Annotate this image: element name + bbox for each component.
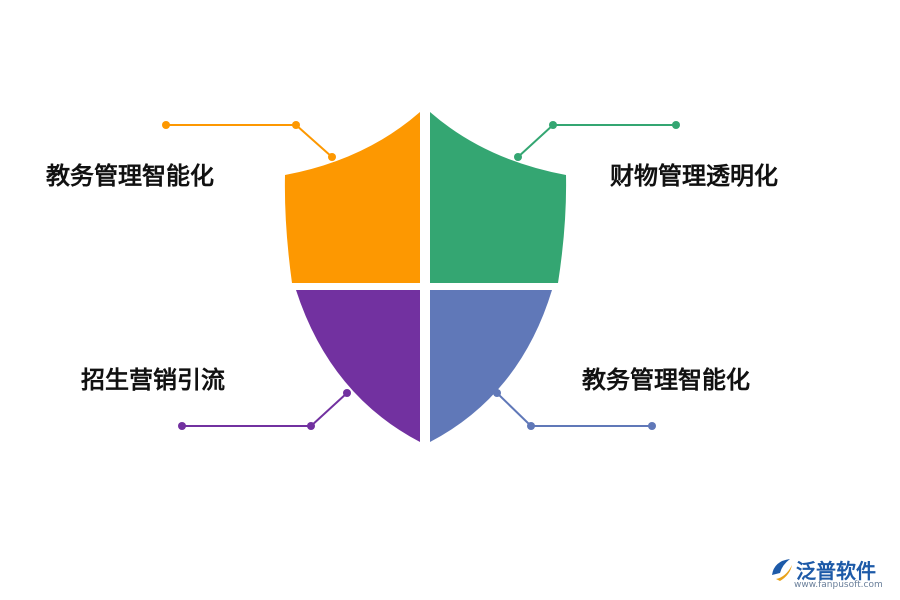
connector-top-right [514,121,680,161]
connector-top-left [162,121,336,161]
label-bottom-left: 招生营销引流 [81,366,225,394]
shield-quadrant-bottom-left [296,290,420,442]
shield-quadrant-top-right [430,112,567,283]
connector-bottom-right [493,389,656,430]
fanpu-logo-icon [772,559,792,581]
label-top-left: 教务管理智能化 [46,162,214,190]
watermark-logo: 泛普软件 www.fanpusoft.com [768,553,893,597]
watermark-brand: 泛普软件 [796,559,876,583]
connector-bottom-left [178,389,351,430]
watermark-url: www.fanpusoft.com [794,580,883,590]
label-bottom-right: 教务管理智能化 [582,366,750,394]
shield-quadrant-bottom-right [430,290,552,442]
label-top-right: 财物管理透明化 [610,162,778,190]
shield-quadrant-top-left [284,112,420,283]
